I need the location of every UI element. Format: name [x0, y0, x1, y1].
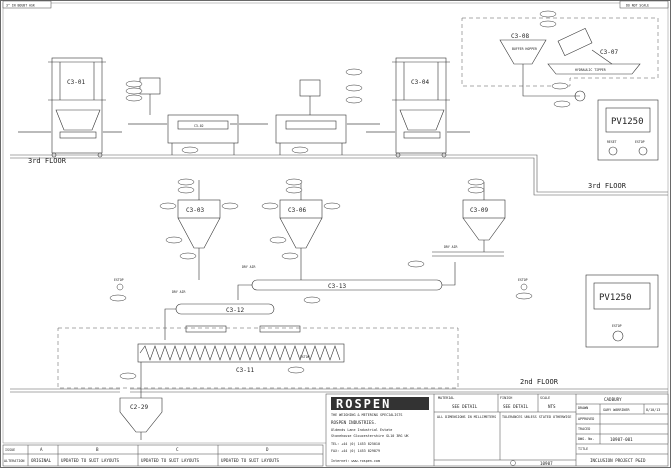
c3-09-label: C3-09 [470, 207, 488, 214]
approved-label: APPROVED [578, 417, 594, 421]
c3-07-desc: HYDRAULIC TIPPER [575, 68, 606, 72]
c3-13-label: C3-13 [328, 283, 346, 290]
estop-label-right: ESTOP [518, 278, 528, 282]
c3-04-tote-station [366, 57, 470, 158]
third-floor-label-left: 3rd FLOOR [28, 157, 67, 165]
dwg-number: 10907-001 [610, 437, 633, 442]
rev-entry-d: UPDATED TO SUIT LAYOUTS [221, 458, 279, 463]
c3-01-tote-station [18, 57, 122, 158]
c3-04-label: C3-04 [411, 79, 429, 86]
company-address-2: Stonehouse Gloucestershire GL10 3RG UK [331, 434, 410, 438]
scale-label: SCALE [540, 396, 550, 400]
sheet-number: 10907 [540, 461, 553, 466]
tipper-valve [574, 90, 586, 102]
pv1250-upper-reset-label: RESET [607, 140, 617, 144]
estop-icon-left [116, 283, 124, 291]
panel-estop-button-lower[interactable] [612, 330, 624, 342]
c3-03-hopper [177, 180, 221, 262]
estop-label-left: ESTOP [114, 278, 124, 282]
c3-12-label: C3-12 [226, 307, 244, 314]
tipper-pipe [522, 76, 580, 97]
dims-note: ALL DIMENSIONS IN MILLIMETERS [437, 415, 496, 419]
estop-label-centre: ESTOP [300, 355, 310, 359]
company-address-1: Oldends Lane Industrial Estate [331, 428, 392, 432]
drawn-date: 8/10/13 [646, 408, 660, 412]
material-value: SEE DETAIL [452, 404, 478, 409]
scale-value: NTS [548, 404, 556, 409]
revision-table [2, 444, 324, 467]
material-label: MATERIAL [438, 396, 454, 400]
instrument-tags [109, 10, 571, 380]
c3-13-conveyor [237, 262, 456, 300]
c3-06-label: C3-06 [288, 207, 306, 214]
header-note-right: DO NOT SCALE [626, 4, 649, 8]
panel-estop-button-upper[interactable] [638, 146, 648, 156]
c3-07-label: C3-07 [600, 49, 618, 56]
mixer-enclosure [57, 327, 459, 389]
company-tel: TEL: +44 (0) 1453 825010 [331, 442, 380, 446]
title-label: TITLE [578, 447, 588, 451]
c3-07-hydraulic-tipper [547, 28, 641, 75]
pv1250-panel-upper [597, 99, 659, 161]
c3-03-label: C3-03 [186, 207, 204, 214]
pv1250-upper-label: PV1250 [611, 117, 644, 127]
company-internet: Internet: www.rospen.com [331, 459, 380, 463]
dry-air-label-3: DRY AIR [444, 245, 458, 249]
finish-label: FINISH [500, 396, 512, 400]
third-floor-line [10, 154, 668, 196]
c3-02-station [128, 77, 268, 155]
tolerance-note: TOLERANCES UNLESS STATED OTHERWISE [502, 415, 571, 419]
c3-08-desc: BUFFER HOPPER [512, 47, 537, 51]
rev-header-a: A [40, 447, 43, 452]
panel-reset-button[interactable] [608, 146, 618, 156]
rev-entry-a: ORIGINAL [31, 458, 52, 463]
client-name: CADBURY [604, 397, 622, 402]
finish-value: SEE DETAIL [503, 404, 529, 409]
company-fax: FAX: +44 (0) 1453 829879 [331, 449, 380, 453]
c3-01-label: C3-01 [67, 79, 85, 86]
pv1250-upper-estop-label: ESTOP [635, 140, 645, 144]
third-floor-label-right: 3rd FLOOR [588, 182, 627, 190]
rev-entry-c: UPDATED TO SUIT LAYOUTS [141, 458, 199, 463]
drawn-by: GARY WARRINER [603, 408, 630, 412]
company-name: ROSPEN INDUSTRIES. [331, 420, 376, 425]
rev-entry-b: UPDATED TO SUIT LAYOUTS [61, 458, 119, 463]
dry-air-label-1: DRY AIR [242, 265, 256, 269]
pv1250-lower-estop-label: ESTOP [612, 324, 622, 328]
rev-row-label: ALTERATION [4, 459, 24, 463]
dwg-label: DWG. No. [578, 437, 594, 441]
rospen-logo [331, 397, 429, 410]
company-tagline: THE WEIGHING & METERING SPECIALISTS [331, 413, 402, 417]
second-floor-label: 2nd FLOOR [520, 378, 559, 386]
rev-header-c: C [176, 447, 179, 452]
rev-header-b: B [96, 447, 99, 452]
c3-12-conveyor [164, 262, 302, 340]
dry-air-label-2: DRY AIR [172, 290, 186, 294]
c2-29-label: C2-29 [130, 404, 148, 411]
c3-08-label: C3-08 [511, 33, 529, 40]
c3-11-label: C3-11 [236, 367, 254, 374]
tipper-enclosure [461, 17, 659, 87]
estop-icon-right [520, 283, 528, 291]
c3-11-screw-conveyor [137, 325, 345, 363]
c2-29-hopper [119, 362, 163, 440]
projection-symbol-icon [510, 460, 516, 466]
rospen-logo-text: ROSPEN [336, 397, 391, 411]
c3-08-buffer-hopper [499, 39, 547, 76]
rev-header-issue: ISSUE [5, 448, 15, 452]
c3-02-second-station [275, 79, 380, 155]
pv1250-lower-label: PV1250 [599, 293, 632, 303]
c3-02-label: C3-02 [194, 124, 204, 128]
drawn-label: DRAWN [578, 406, 588, 410]
header-note-left: 3" IN BOUBT ASK [6, 4, 35, 8]
drawing-title: INCLUSION PROJECT P&ID [590, 458, 646, 463]
traced-label: TRACED [578, 427, 590, 431]
second-floor-line [10, 388, 668, 393]
rev-header-d: D [266, 447, 269, 452]
